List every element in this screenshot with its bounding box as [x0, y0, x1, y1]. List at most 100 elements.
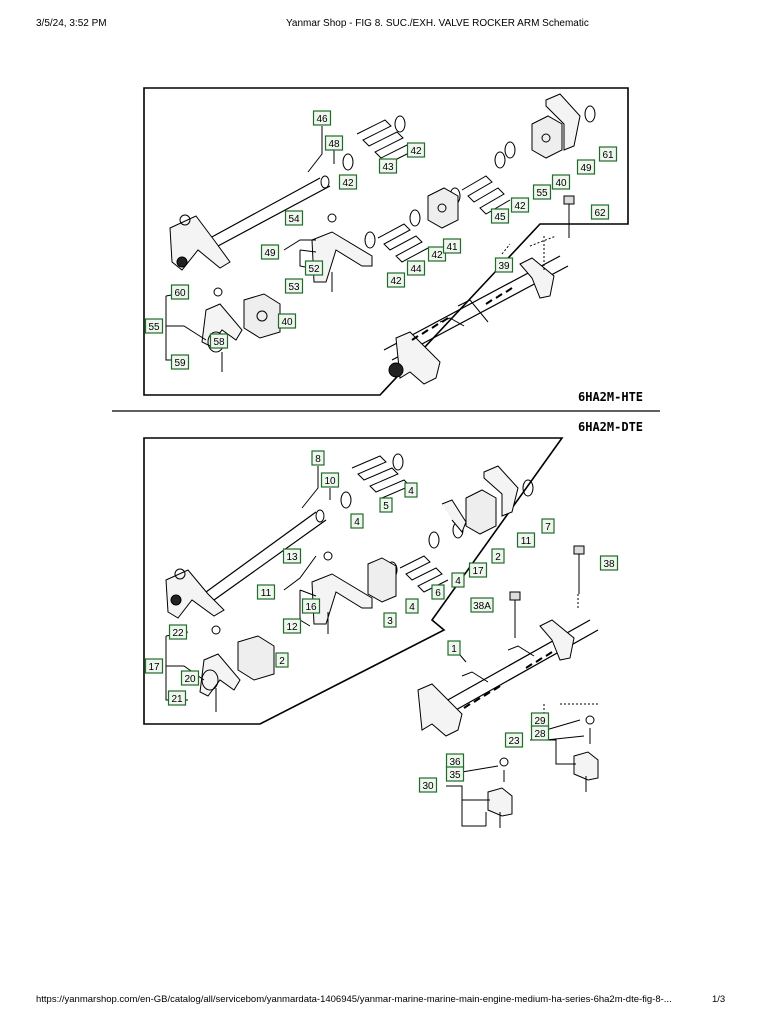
top-callout-text: 40 [281, 317, 293, 328]
bottom-callout-text: 36 [449, 757, 461, 768]
top-callout-49[interactable]: 49 [576, 159, 596, 175]
top-callout-text: 60 [174, 288, 186, 299]
bottom-callout-4[interactable]: 4 [350, 513, 364, 529]
bottom-callout-21[interactable]: 21 [167, 690, 187, 706]
bottom-callout-36[interactable]: 36 [445, 753, 465, 769]
top-callout-42[interactable]: 42 [406, 142, 426, 158]
top-callout-40[interactable]: 40 [277, 313, 297, 329]
bottom-callout-29[interactable]: 29 [530, 712, 550, 728]
bottom-callout-11[interactable]: 11 [256, 584, 276, 600]
bottom-callout-4[interactable]: 4 [451, 572, 465, 588]
top-callout-41[interactable]: 41 [442, 238, 462, 254]
top-callout-53[interactable]: 53 [284, 278, 304, 294]
top-callout-45[interactable]: 45 [490, 208, 510, 224]
bottom-callout-text: 10 [324, 476, 336, 487]
top-callout-42[interactable]: 42 [386, 272, 406, 288]
bottom-parts [165, 453, 600, 828]
bottom-callout-1[interactable]: 1 [447, 640, 461, 656]
top-callout-44[interactable]: 44 [406, 260, 426, 276]
top-callout-52[interactable]: 52 [304, 260, 324, 276]
top-callout-49[interactable]: 49 [260, 244, 280, 260]
top-callout-55[interactable]: 55 [532, 184, 552, 200]
top-callout-text: 42 [514, 201, 526, 212]
bottom-callout-text: 11 [521, 536, 532, 547]
bottom-callout-10[interactable]: 10 [320, 472, 340, 488]
top-callout-40[interactable]: 40 [551, 174, 571, 190]
bottom-callout-text: 1 [451, 644, 457, 655]
bottom-callout-text: 17 [148, 662, 160, 673]
bottom-callout-13[interactable]: 13 [282, 548, 302, 564]
bottom-callout-4[interactable]: 4 [404, 482, 418, 498]
top-callout-42[interactable]: 42 [338, 174, 358, 190]
top-callout-text: 58 [213, 337, 225, 348]
top-callout-text: 53 [288, 282, 300, 293]
top-callout-61[interactable]: 61 [598, 146, 618, 162]
bottom-callout-7[interactable]: 7 [541, 518, 555, 534]
top-callout-55[interactable]: 55 [144, 318, 164, 334]
bottom-callout-8[interactable]: 8 [311, 450, 325, 466]
bottom-callout-text: 4 [354, 517, 360, 528]
top-callout-text: 49 [264, 248, 276, 259]
bottom-callout-text: 5 [383, 501, 389, 512]
top-callout-text: 48 [328, 139, 340, 150]
top-callout-text: 54 [288, 214, 300, 225]
top-callout-text: 42 [342, 178, 354, 189]
bottom-callout-35[interactable]: 35 [445, 766, 465, 782]
top-callout-62[interactable]: 62 [590, 204, 610, 220]
bottom-callout-3[interactable]: 3 [383, 612, 397, 628]
print-page-title: Yanmar Shop - FIG 8. SUC./EXH. VALVE ROC… [286, 18, 589, 29]
top-callout-58[interactable]: 58 [209, 333, 229, 349]
bottom-callout-text: 2 [495, 552, 501, 563]
bottom-callout-30[interactable]: 30 [418, 777, 438, 793]
bottom-callout-text: 13 [286, 552, 298, 563]
bottom-callout-38[interactable]: 38 [599, 555, 619, 571]
top-callout-54[interactable]: 54 [284, 210, 304, 226]
bottom-callout-28[interactable]: 28 [530, 725, 550, 741]
top-callout-42[interactable]: 42 [510, 197, 530, 213]
bottom-callout-text: 29 [534, 716, 546, 727]
bottom-callout-12[interactable]: 12 [282, 618, 302, 634]
top-parts [165, 93, 596, 385]
bottom-callout-16[interactable]: 16 [301, 598, 321, 614]
bottom-callout-6[interactable]: 6 [431, 584, 445, 600]
bottom-callout-text: 4 [408, 486, 414, 497]
top-callout-text: 42 [390, 276, 402, 287]
bottom-callout-text: 2 [279, 656, 285, 667]
top-callout-text: 41 [446, 242, 458, 253]
bottom-callout-5[interactable]: 5 [379, 497, 393, 513]
bottom-callout-text: 16 [305, 602, 317, 613]
top-callout-text: 61 [602, 150, 614, 161]
top-callout-43[interactable]: 43 [378, 158, 398, 174]
top-callout-48[interactable]: 48 [324, 135, 344, 151]
bottom-callout-text: 35 [449, 770, 461, 781]
bottom-callout-22[interactable]: 22 [168, 624, 188, 640]
bottom-callout-text: 30 [422, 781, 434, 792]
bottom-callout-17[interactable]: 17 [144, 658, 164, 674]
top-callout-39[interactable]: 39 [494, 257, 514, 273]
bottom-callout-text: 12 [286, 622, 298, 633]
bottom-callout-4[interactable]: 4 [405, 598, 419, 614]
model-label-bottom: 6HA2M-DTE [578, 420, 643, 434]
bottom-callout-38A[interactable]: 38A [470, 597, 494, 613]
bottom-callout-text: 4 [455, 576, 461, 587]
model-label-top: 6HA2M-HTE [578, 390, 643, 404]
bottom-callout-text: 17 [472, 566, 484, 577]
bottom-callout-text: 20 [184, 674, 196, 685]
bottom-callout-text: 8 [315, 454, 321, 465]
bottom-callout-2[interactable]: 2 [491, 548, 505, 564]
top-callout-42[interactable]: 42 [427, 246, 447, 262]
top-callout-text: 44 [410, 264, 422, 275]
bottom-callout-20[interactable]: 20 [180, 670, 200, 686]
print-url: https://yanmarshop.com/en-GB/catalog/all… [36, 994, 672, 1005]
top-callout-text: 40 [555, 178, 567, 189]
top-callout-46[interactable]: 46 [312, 110, 332, 126]
bottom-callout-2[interactable]: 2 [275, 652, 289, 668]
bottom-callout-11[interactable]: 11 [516, 532, 536, 548]
bottom-callout-text: 4 [409, 602, 415, 613]
bottom-callout-23[interactable]: 23 [504, 732, 524, 748]
bottom-callout-17[interactable]: 17 [468, 562, 488, 578]
top-callout-60[interactable]: 60 [170, 284, 190, 300]
top-callout-59[interactable]: 59 [170, 354, 190, 370]
top-callout-text: 59 [174, 358, 186, 369]
